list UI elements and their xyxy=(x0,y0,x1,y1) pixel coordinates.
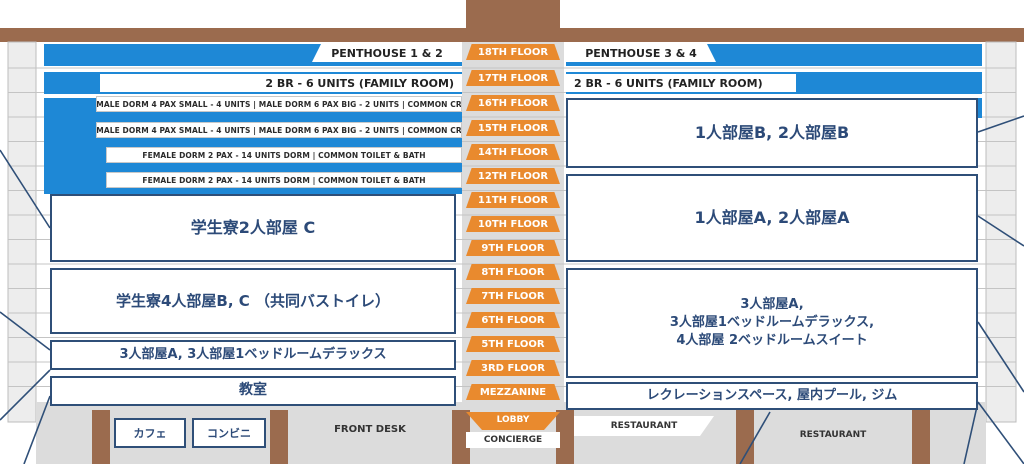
roof-slab xyxy=(0,28,1024,42)
annotation-left-2-text: 学生寮4人部屋B, C （共同バストイレ） xyxy=(115,291,391,310)
leader-line-bottom xyxy=(739,411,771,464)
ground-pillar-5 xyxy=(736,410,754,464)
annotation-right-2-text: 1人部屋A, 2人部屋A xyxy=(694,207,850,227)
dorm-row-4: FEMALE DORM 2 PAX - 14 UNITS DORM | COMM… xyxy=(106,172,462,188)
dorm-row-2: MALE DORM 4 PAX SMALL - 4 UNITS | MALE D… xyxy=(96,122,462,138)
leader-line-left-3 xyxy=(0,369,51,421)
floor-label-3: 3RD FLOOR xyxy=(466,360,560,376)
ground-pillar-6 xyxy=(912,410,930,464)
floor-label-15: 15TH FLOOR xyxy=(466,120,560,136)
penthouse-right-label: PENTHOUSE 3 & 4 xyxy=(566,44,716,62)
floor-label-12: 12TH FLOOR xyxy=(466,168,560,184)
annotation-left-1-text: 学生寮2人部屋 C xyxy=(190,217,316,237)
leader-line-left-4 xyxy=(23,395,51,464)
restaurant-label-1: RESTAURANT xyxy=(574,416,714,436)
floor-label-8: 8TH FLOOR xyxy=(466,264,560,280)
annotation-right-recreation: レクレーションスペース, 屋内プール, ジム xyxy=(566,382,978,410)
lobby-marker xyxy=(466,412,560,430)
left-outer-column xyxy=(7,41,37,423)
annotation-left-student-dorm-4: 学生寮4人部屋B, C （共同バストイレ） xyxy=(50,268,456,334)
annotation-right-single-double-a: 1人部屋A, 2人部屋A xyxy=(566,174,978,262)
leader-line-right-4 xyxy=(977,401,1024,464)
annotation-left-triple-room: 3人部屋A, 3人部屋1ベッドルームデラックス xyxy=(50,340,456,370)
floor-label-9: 9TH FLOOR xyxy=(466,240,560,256)
leader-line-right-2 xyxy=(977,215,1024,247)
leader-lines xyxy=(0,115,1024,464)
ground-pillar-4 xyxy=(556,410,574,464)
leader-line-left-2 xyxy=(0,311,51,351)
conbini-label: コンビニ xyxy=(192,418,266,448)
annotation-right-1-text: 1人部屋B, 2人部屋B xyxy=(694,122,850,142)
floor-label-5: 5TH FLOOR xyxy=(466,336,560,352)
ground-pillar-2 xyxy=(270,410,288,464)
family-room-left-label: 2 BR - 6 UNITS (FAMILY ROOM) xyxy=(100,74,462,92)
concierge-label: CONCIERGE xyxy=(466,432,560,448)
floor-label-6: 6TH FLOOR xyxy=(466,312,560,328)
floor-label-14: 14TH FLOOR xyxy=(466,144,560,160)
floor-label-11: 11TH FLOOR xyxy=(466,192,560,208)
leader-line-right-1 xyxy=(977,115,1024,133)
annotation-left-classroom: 教室 xyxy=(50,376,456,406)
annotation-right-3-line-1: 3人部屋A, xyxy=(740,296,804,312)
floor-label-17: 17TH FLOOR xyxy=(466,70,560,86)
annotation-right-3-line-2: 3人部屋1ベッドルームデラックス, xyxy=(669,314,875,330)
front-desk-label: FRONT DESK xyxy=(334,423,406,435)
dorm-row-3: FEMALE DORM 2 PAX - 14 UNITS DORM | COMM… xyxy=(106,147,462,163)
right-outer-column xyxy=(985,41,1017,423)
roof-tower xyxy=(466,0,560,30)
lobby-label: LOBBY xyxy=(496,415,530,425)
family-room-right-label: 2 BR - 6 UNITS (FAMILY ROOM) xyxy=(566,74,796,92)
annotation-left-3-text: 3人部屋A, 3人部屋1ベッドルームデラックス xyxy=(119,346,387,362)
ground-pillar-3 xyxy=(452,410,470,464)
annotation-right-suites: 3人部屋A, 3人部屋1ベッドルームデラックス, 4人部屋 2ベッドルームスイー… xyxy=(566,268,978,378)
cafe-label: カフェ xyxy=(114,418,186,448)
floor-label-mezzanine: MEZZANINE xyxy=(466,384,560,400)
dorm-row-1: MALE DORM 4 PAX SMALL - 4 UNITS | MALE D… xyxy=(96,96,462,112)
annotation-left-4-text: 教室 xyxy=(239,382,267,399)
floor-label-10: 10TH FLOOR xyxy=(466,216,560,232)
floor-label-7: 7TH FLOOR xyxy=(466,288,560,304)
annotation-right-3-line-3: 4人部屋 2ベッドルームスイート xyxy=(676,333,868,349)
floor-label-18: 18TH FLOOR xyxy=(466,44,560,60)
leader-line-right-3 xyxy=(977,321,1024,393)
restaurant-label-2: RESTAURANT xyxy=(799,430,867,440)
annotation-right-single-double-b: 1人部屋B, 2人部屋B xyxy=(566,98,978,168)
penthouse-left-label: PENTHOUSE 1 & 2 xyxy=(312,44,462,62)
leader-line-right-5 xyxy=(963,401,979,464)
annotation-right-4-text: レクレーションスペース, 屋内プール, ジム xyxy=(646,387,898,403)
leader-line-left-1 xyxy=(0,149,51,229)
annotation-left-student-dorm-2: 学生寮2人部屋 C xyxy=(50,194,456,262)
ground-pillar-1 xyxy=(92,410,110,464)
floor-label-16: 16TH FLOOR xyxy=(466,95,560,111)
